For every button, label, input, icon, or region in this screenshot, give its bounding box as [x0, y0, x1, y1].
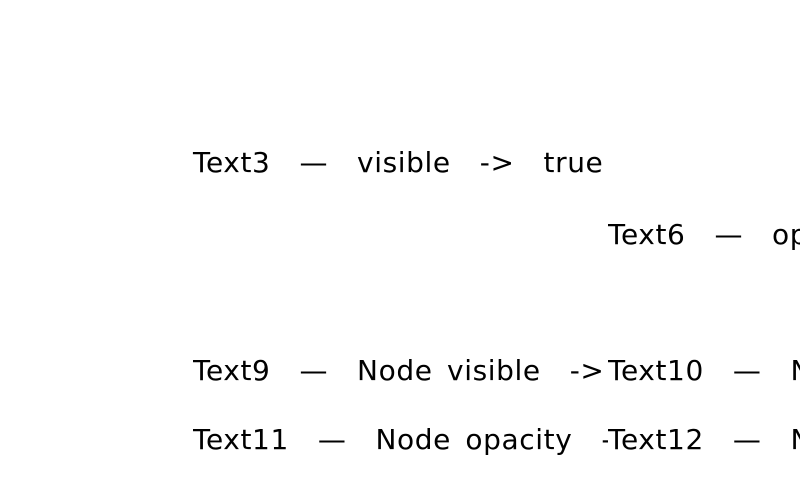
- text-label-text3[interactable]: Text3 — visible -> true: [193, 146, 604, 179]
- text-label-text12[interactable]: Text12 — Node opacity -> 0.5: [608, 423, 800, 456]
- text-label-text9[interactable]: Text9 — Node visible -> true: [193, 354, 605, 387]
- text-label-text11[interactable]: Text11 — Node opacity -> 0.5: [193, 423, 608, 456]
- text-label-text6[interactable]: Text6 — opacity -> 0.5: [608, 218, 800, 251]
- text-label-text10[interactable]: Text10 — Node visible -> true: [608, 354, 800, 387]
